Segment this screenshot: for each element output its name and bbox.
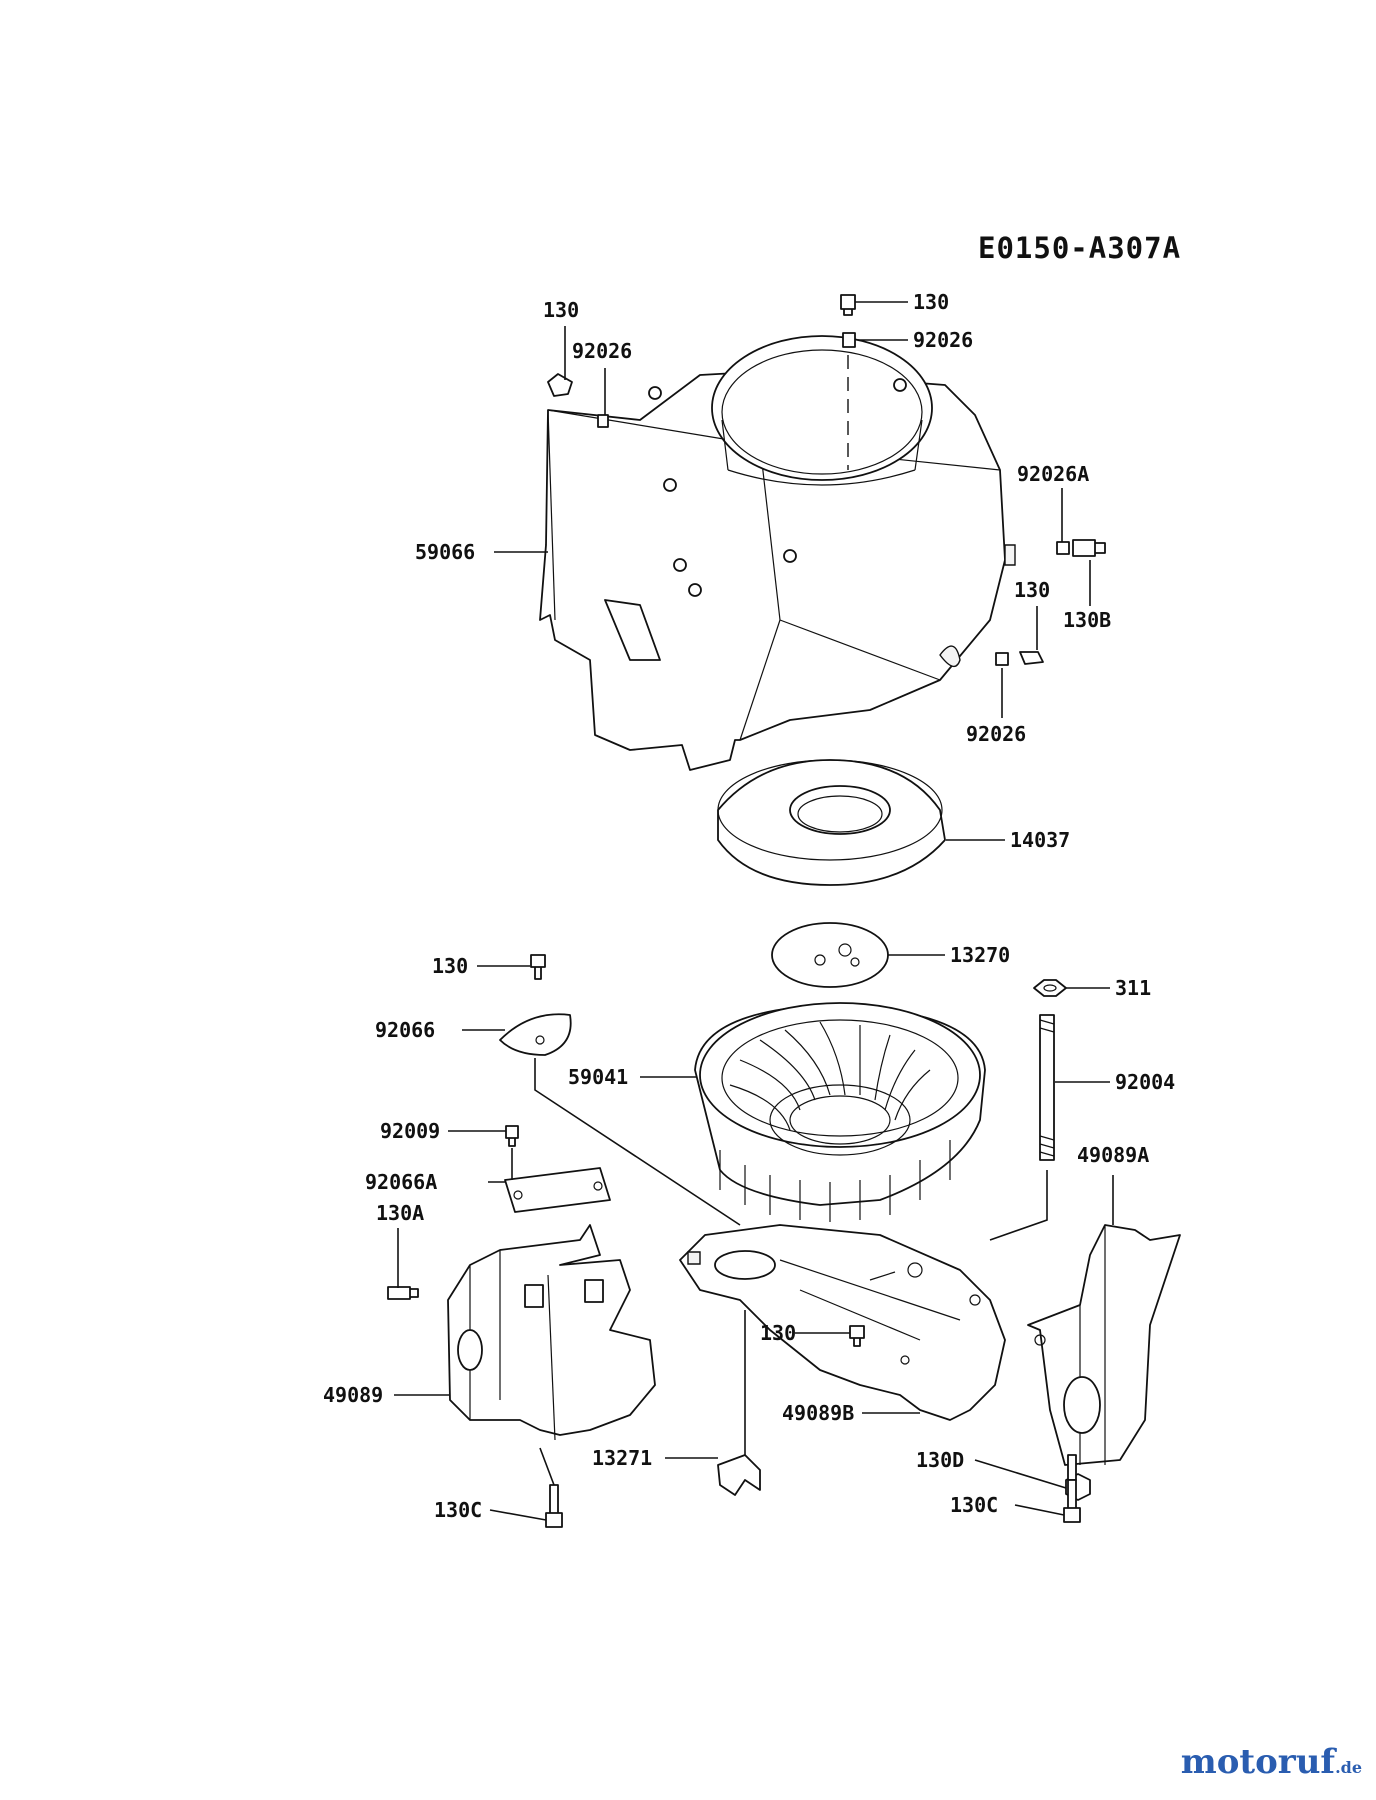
label-13270: 13270	[950, 943, 1010, 967]
label-92026-topcenter: 92026	[913, 328, 973, 352]
watermark-tld: .de	[1335, 1758, 1362, 1777]
label-130B: 130B	[1063, 608, 1111, 632]
plate-92066	[499, 1013, 572, 1056]
label-130-mid: 130	[432, 954, 468, 978]
label-49089: 49089	[323, 1383, 383, 1407]
watermark-main: motoruf	[1180, 1742, 1336, 1782]
label-92066A: 92066A	[365, 1170, 437, 1194]
part-labels: 130 92026 130 92026 92026A 59066 130 130…	[323, 290, 1175, 1522]
label-130A: 130A	[376, 1201, 424, 1225]
label-13271: 13271	[592, 1446, 652, 1470]
label-92026-topleft: 92026	[572, 339, 632, 363]
baffle-49089A	[1027, 1224, 1181, 1466]
label-130C-left: 130C	[434, 1498, 482, 1522]
clip-13271	[717, 1454, 761, 1496]
bolt-130-topcenter	[840, 294, 856, 316]
collar-92026-right	[995, 652, 1009, 666]
bolts	[387, 294, 1106, 1528]
label-130-topcenter: 130	[913, 290, 949, 314]
plate-13270	[771, 922, 889, 988]
nut-311	[1033, 979, 1067, 997]
fan-shroud-59066	[539, 335, 1016, 771]
label-92004: 92004	[1115, 1070, 1175, 1094]
bolt-130B	[1072, 539, 1106, 557]
label-59066: 59066	[415, 540, 475, 564]
rotating-screen-14037	[717, 759, 946, 886]
leader-lines	[394, 301, 1114, 1521]
label-130-lower: 130	[760, 1321, 796, 1345]
bolt-130-lower	[849, 1325, 865, 1347]
label-92026A: 92026A	[1017, 462, 1089, 486]
label-130D: 130D	[916, 1448, 964, 1472]
bolt-130C-left	[545, 1484, 563, 1528]
label-92009: 92009	[380, 1119, 440, 1143]
label-92026-right: 92026	[966, 722, 1026, 746]
plate-92066A	[504, 1167, 611, 1213]
baffle-49089B	[679, 1224, 1006, 1421]
bolt-130C-right	[1063, 1479, 1081, 1523]
cooling-fan-59041	[694, 1002, 986, 1222]
label-92066: 92066	[375, 1018, 435, 1042]
bolt-130A	[387, 1286, 419, 1300]
label-14037: 14037	[1010, 828, 1070, 852]
bolt-130-mid	[530, 954, 546, 980]
watermark-logo: motoruf.de	[1181, 1742, 1362, 1782]
label-49089A: 49089A	[1077, 1143, 1149, 1167]
label-130-right: 130	[1014, 578, 1050, 602]
label-130-topleft: 130	[543, 298, 579, 322]
label-49089B: 49089B	[782, 1401, 854, 1425]
diagram-code: E0150-A307A	[978, 231, 1181, 265]
label-59041: 59041	[568, 1065, 628, 1089]
collar-92026A	[1056, 541, 1070, 555]
baffle-49089	[447, 1224, 656, 1441]
label-130C-right: 130C	[950, 1493, 998, 1517]
stud-92004	[1039, 1014, 1055, 1161]
label-311: 311	[1115, 976, 1151, 1000]
collar-92026-topcenter	[842, 332, 856, 348]
bolt-130-right	[1019, 651, 1044, 665]
collar-92026-topleft	[597, 414, 609, 428]
bolt-130-topleft	[547, 373, 573, 397]
bolt-92009	[505, 1125, 519, 1147]
